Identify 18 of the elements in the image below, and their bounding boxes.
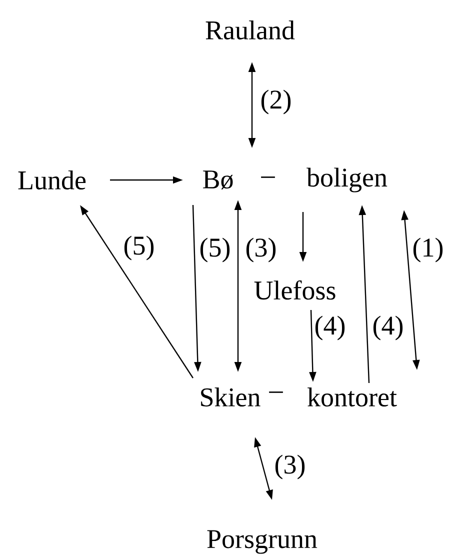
edge-label: (5) — [198, 236, 232, 264]
dash-text: – — [261, 176, 275, 178]
edge-label: (5) — [122, 234, 156, 262]
place-name: kontoret — [308, 388, 397, 406]
place-name: Ulefoss — [254, 280, 336, 300]
edge-label: (4) — [371, 314, 405, 342]
dash-text: – — [269, 392, 283, 393]
place-name: Skien — [201, 388, 260, 406]
place-name: Rauland — [206, 20, 295, 40]
edge-label: (3) — [244, 236, 278, 264]
place-name: Porsgrunn — [207, 530, 318, 554]
edge-label: (2) — [259, 88, 293, 116]
place-name: Bø — [203, 170, 233, 190]
edge-label: (3) — [273, 454, 307, 480]
edge-label: (4) — [313, 314, 347, 342]
edge-label: (1) — [411, 236, 445, 264]
place-name: Lunde — [18, 170, 86, 190]
place-name: boligen — [306, 168, 388, 192]
